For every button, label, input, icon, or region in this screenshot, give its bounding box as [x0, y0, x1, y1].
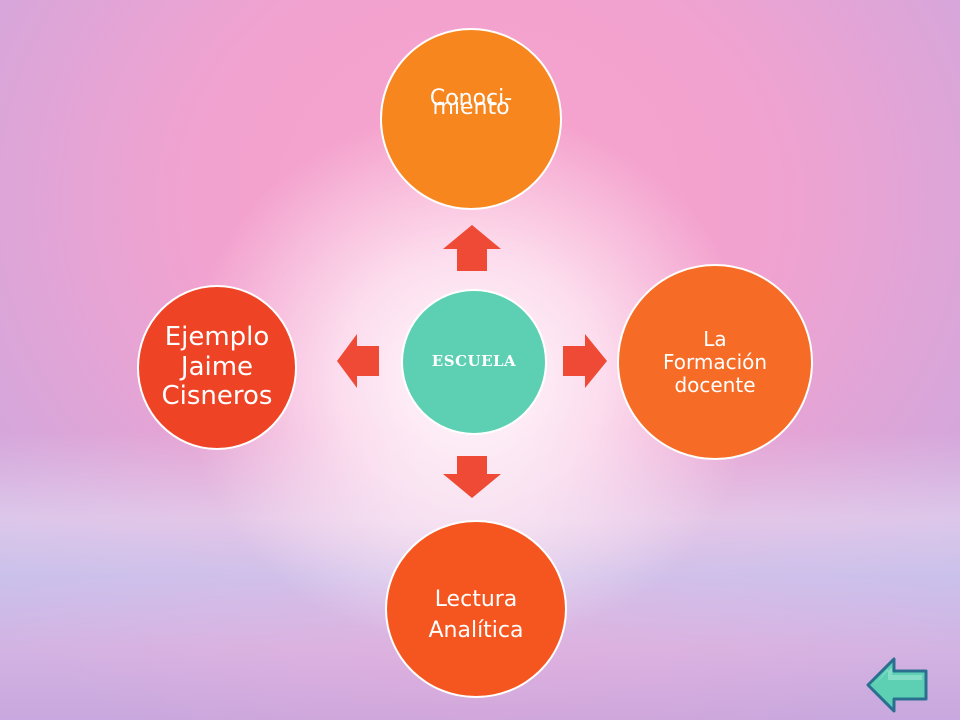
- node-ejemplo-jaime-cisneros: Ejemplo Jaime Cisneros: [137, 285, 297, 450]
- node-escuela-center: ESCUELA: [401, 289, 547, 435]
- node-lectura-analitica-line-1: Lectura: [434, 586, 518, 612]
- node-conocimiento: Conoci- miento: [380, 28, 562, 210]
- arrow-up-icon: [443, 225, 501, 271]
- node-conocimiento-label: Conoci- miento: [430, 86, 512, 121]
- node-formacion-docente: La Formación docente: [617, 264, 813, 460]
- node-conocimiento-line-2: miento: [432, 95, 510, 120]
- node-formacion-docente-label: La Formación docente: [662, 326, 768, 397]
- arrow-right-icon: [563, 334, 607, 388]
- node-conocimiento-line-1: Conoci-: [429, 85, 513, 111]
- node-ejemplo-jaime-cisneros-line-2: Jaime: [180, 351, 254, 382]
- left-arrow-icon: [866, 657, 928, 713]
- node-lectura-analitica: Lectura Analítica: [385, 520, 567, 698]
- node-lectura-analitica-label: Lectura Analítica: [428, 581, 523, 644]
- node-ejemplo-jaime-cisneros-line-1: Ejemplo: [164, 321, 270, 352]
- node-formacion-docente-line-2: Formación: [662, 349, 768, 374]
- arrow-down-icon: [443, 456, 501, 498]
- node-escuela-label: ESCUELA: [431, 352, 517, 371]
- arrow-left-icon: [337, 334, 379, 388]
- node-lectura-analitica-line-2: Analítica: [428, 618, 524, 643]
- node-ejemplo-jaime-cisneros-line-3: Cisneros: [161, 381, 273, 412]
- back-button[interactable]: [866, 656, 928, 714]
- node-ejemplo-jaime-cisneros-label: Ejemplo Jaime Cisneros: [161, 321, 273, 413]
- node-formacion-docente-line-3: docente: [674, 372, 756, 397]
- node-formacion-docente-line-1: La: [703, 326, 727, 351]
